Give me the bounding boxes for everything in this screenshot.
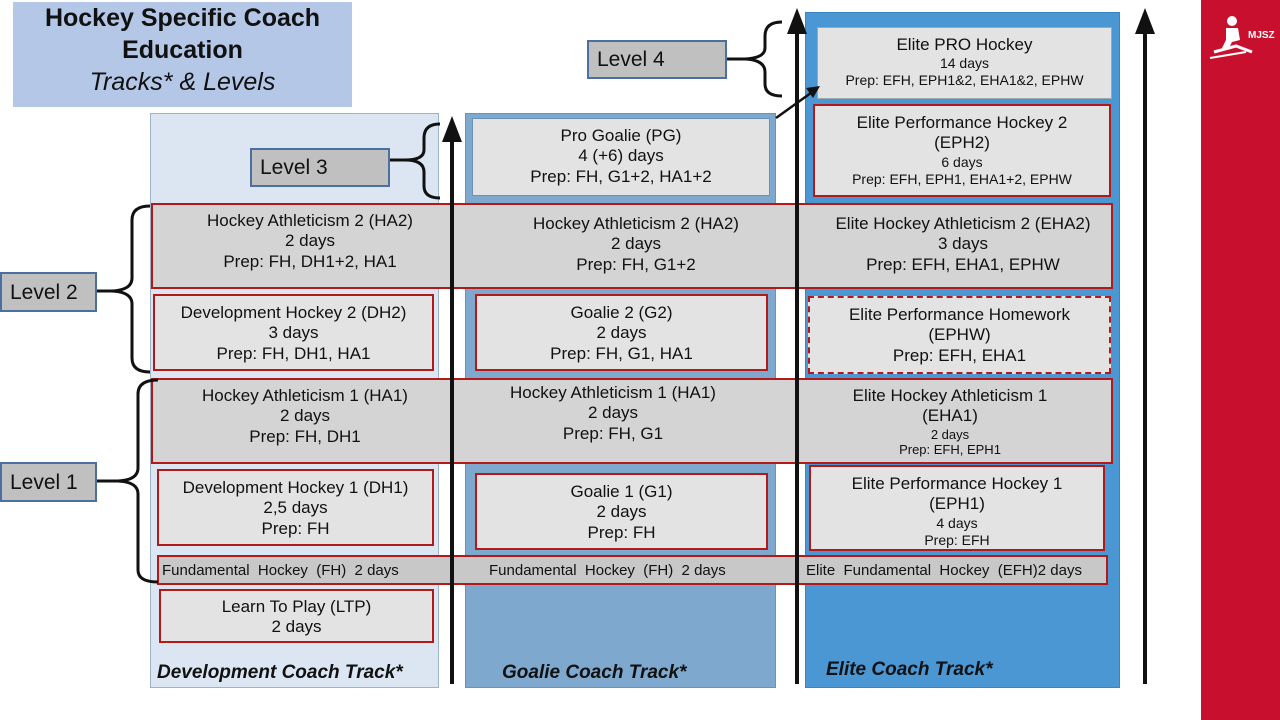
diagonal-arrowhead: [806, 86, 820, 98]
dh2-title: Development Hockey 2 (DH2): [180, 303, 407, 322]
level-1-athleticism-band: [151, 378, 1113, 464]
level-4-diagonal-arrow: [775, 88, 816, 120]
elite-track-label: Elite Coach Track*: [826, 659, 993, 680]
eph2-title-1: Elite Performance Hockey 2: [856, 113, 1068, 132]
ha2-dev-prep: Prep: FH, DH1+2, HA1: [223, 251, 397, 271]
pro-goalie-box: Pro Goalie (PG) 4 (+6) days Prep: FH, G1…: [472, 118, 770, 196]
ha1-development-cell: Hockey Athleticism 1 (HA1) 2 days Prep: …: [155, 386, 455, 447]
ha1-dev-prep: Prep: FH, DH1: [249, 426, 361, 446]
level-3-label: Level 3: [250, 148, 390, 187]
level-2-athleticism-band: [151, 203, 1113, 289]
eha1-title-1: Elite Hockey Athleticism 1: [852, 386, 1048, 405]
pro-goalie-prep: Prep: FH, G1+2, HA1+2: [530, 166, 712, 186]
title-line-1: Hockey Specific Coach: [44, 4, 321, 32]
development-track-label: Development Coach Track*: [157, 662, 403, 683]
elite-pro-hockey-box: Elite PRO Hockey 14 days Prep: EFH, EPH1…: [817, 27, 1112, 99]
title-line-3: Tracks* & Levels: [89, 68, 276, 96]
eph2-title-2: (EPH2): [934, 133, 990, 153]
eph2-box: Elite Performance Hockey 2 (EPH2) 6 days…: [813, 104, 1111, 197]
eph2-days: 6 days: [941, 153, 983, 170]
level-1-bracket: [117, 378, 159, 584]
ha2-goalie-title: Hockey Athleticism 2 (HA2): [533, 214, 739, 233]
level-4-bracket: [744, 20, 783, 98]
ha1-dev-title: Hockey Athleticism 1 (HA1): [202, 386, 408, 405]
pro-arrowhead: [1135, 8, 1155, 34]
ha2-goalie-cell: Hockey Athleticism 2 (HA2) 2 days Prep: …: [486, 214, 786, 275]
title-line-2: Education: [122, 36, 243, 64]
brand-sidebar: [1201, 0, 1280, 720]
elite-arrowhead: [787, 8, 807, 34]
connectors-overlay: [97, 8, 1155, 684]
eha2-title: Elite Hockey Athleticism 2 (EHA2): [835, 214, 1091, 233]
eha1-prep: Prep: EFH, EPH1: [899, 442, 1001, 458]
eha2-prep: Prep: EFH, EHA1, EPHW: [866, 254, 1060, 274]
elite-pro-days: 14 days: [939, 55, 990, 72]
eha1-cell: Elite Hockey Athleticism 1 (EHA1) 2 days…: [800, 386, 1100, 458]
goalie-arrowhead: [442, 116, 462, 142]
dh2-box: Development Hockey 2 (DH2) 3 days Prep: …: [153, 294, 434, 371]
ha2-dev-title: Hockey Athleticism 2 (HA2): [207, 211, 413, 230]
ha1-goalie-prep: Prep: FH, G1: [562, 423, 664, 443]
dh1-prep: Prep: FH: [261, 518, 330, 538]
ha1-goalie-cell: Hockey Athleticism 1 (HA1) 2 days Prep: …: [463, 383, 763, 444]
pro-goalie-title: Pro Goalie (PG): [560, 126, 682, 145]
logo-text: MJSZ: [1248, 30, 1275, 41]
g1-title: Goalie 1 (G1): [570, 482, 673, 501]
eph1-title-2: (EPH1): [929, 494, 985, 514]
title-box: Hockey Specific Coach Education Tracks* …: [13, 2, 352, 107]
g1-days: 2 days: [596, 502, 647, 522]
fundamental-hockey-band: [157, 555, 1108, 585]
ephw-title-1: Elite Performance Homework: [848, 305, 1071, 324]
g1-prep: Prep: FH: [587, 522, 656, 542]
dh2-days: 3 days: [268, 323, 319, 343]
fh-development-label: Fundamental Hockey (FH) 2 days: [162, 562, 399, 579]
g2-title: Goalie 2 (G2): [570, 303, 673, 322]
dh1-title: Development Hockey 1 (DH1): [182, 478, 409, 497]
dh1-days: 2,5 days: [263, 498, 328, 518]
level-2-label: Level 2: [0, 272, 97, 312]
ha1-dev-days: 2 days: [279, 406, 331, 426]
dh1-box: Development Hockey 1 (DH1) 2,5 days Prep…: [157, 469, 434, 546]
dh2-prep: Prep: FH, DH1, HA1: [216, 343, 371, 363]
ltp-title: Learn To Play (LTP): [221, 597, 372, 616]
level-3-bracket: [404, 122, 441, 200]
level-1-label: Level 1: [0, 462, 97, 502]
level-4-label: Level 4: [587, 40, 727, 79]
g2-box: Goalie 2 (G2) 2 days Prep: FH, G1, HA1: [475, 294, 768, 371]
ha2-goalie-prep: Prep: FH, G1+2: [576, 254, 696, 274]
elite-pro-title: Elite PRO Hockey: [896, 35, 1033, 54]
level-2-bracket: [111, 204, 151, 374]
elite-pro-prep: Prep: EFH, EPH1&2, EHA1&2, EPHW: [845, 72, 1084, 89]
ha2-dev-days: 2 days: [284, 231, 336, 251]
fh-goalie-label: Fundamental Hockey (FH) 2 days: [489, 562, 726, 579]
ephw-prep: Prep: EFH, EHA1: [892, 345, 1027, 365]
ha1-goalie-title: Hockey Athleticism 1 (HA1): [510, 383, 716, 402]
eph1-prep: Prep: EFH: [924, 531, 990, 548]
pro-goalie-days: 4 (+6) days: [578, 146, 664, 166]
ha2-development-cell: Hockey Athleticism 2 (HA2) 2 days Prep: …: [160, 211, 460, 272]
ltp-days: 2 days: [271, 617, 322, 637]
eha2-days: 3 days: [937, 234, 989, 254]
efh-elite-label: Elite Fundamental Hockey (EFH)2 days: [806, 562, 1082, 579]
ephw-box: Elite Performance Homework (EPHW) Prep: …: [808, 296, 1111, 374]
ha2-goalie-days: 2 days: [610, 234, 662, 254]
ephw-title-2: (EPHW): [928, 325, 991, 345]
eph1-box: Elite Performance Hockey 1 (EPH1) 4 days…: [809, 465, 1105, 551]
g2-days: 2 days: [596, 323, 647, 343]
g1-box: Goalie 1 (G1) 2 days Prep: FH: [475, 473, 768, 550]
mjsz-logo-icon: [1209, 16, 1253, 59]
goalie-track-label: Goalie Coach Track*: [502, 662, 687, 683]
eph1-title-1: Elite Performance Hockey 1: [851, 474, 1063, 493]
ha1-goalie-days: 2 days: [587, 403, 639, 423]
ltp-box: Learn To Play (LTP) 2 days: [159, 589, 434, 643]
eph2-prep: Prep: EFH, EPH1, EHA1+2, EPHW: [852, 170, 1072, 187]
eha2-cell: Elite Hockey Athleticism 2 (EHA2) 3 days…: [813, 214, 1113, 275]
eha1-title-2: (EHA1): [922, 406, 978, 426]
eha1-days: 2 days: [930, 426, 970, 442]
eph1-days: 4 days: [936, 514, 978, 531]
g2-prep: Prep: FH, G1, HA1: [550, 343, 693, 363]
